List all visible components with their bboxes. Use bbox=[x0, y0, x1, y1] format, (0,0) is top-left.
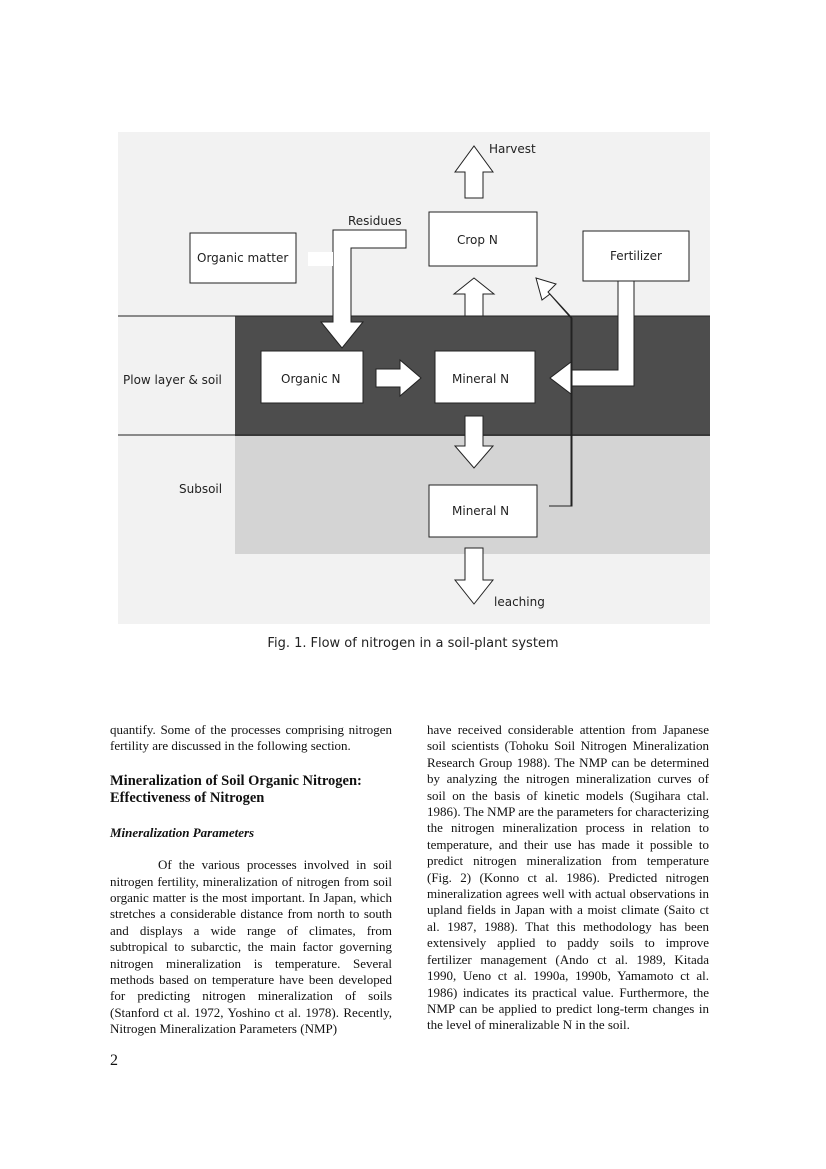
plow-layer-label: Plow layer & soil bbox=[123, 373, 222, 387]
subsection-heading: Mineralization Parameters bbox=[110, 824, 255, 840]
harvest-arrow bbox=[454, 145, 494, 199]
harvest-label: Harvest bbox=[489, 142, 536, 156]
leaching-label: leaching bbox=[494, 595, 545, 609]
mineral-n-plow-box bbox=[434, 350, 536, 404]
left-column: quantify. Some of the processes comprisi… bbox=[110, 722, 392, 1038]
section-heading: Mineralization of Soil Organic Nitrogen:… bbox=[110, 772, 362, 806]
subsoil-label: Subsoil bbox=[179, 482, 222, 496]
figure-caption: Fig. 1.Flow of nitrogen in a soil-plant … bbox=[0, 636, 826, 651]
uptake-arrow bbox=[452, 277, 496, 317]
crop-n-label: Crop N bbox=[457, 233, 498, 247]
organic-matter-box bbox=[189, 232, 297, 284]
crop-n-box bbox=[428, 211, 538, 267]
organic-n-label: Organic N bbox=[281, 372, 340, 386]
mineralization-arrow bbox=[375, 358, 422, 398]
nitrogen-flow-figure: Harvest Residues Crop N Organic matter F… bbox=[118, 132, 710, 624]
leaching-arrow bbox=[453, 547, 495, 605]
fertilizer-box bbox=[582, 230, 690, 282]
body-paragraph-right: have received considerable attention fro… bbox=[427, 722, 709, 1033]
organic-n-box bbox=[260, 350, 364, 404]
residues-label: Residues bbox=[348, 214, 402, 228]
fertilizer-label: Fertilizer bbox=[610, 249, 662, 263]
mineral-n-subsoil-box bbox=[428, 484, 538, 538]
subsoil-uptake-arrow bbox=[535, 277, 573, 507]
mineral-n-subsoil-label: Mineral N bbox=[452, 504, 509, 518]
body-paragraph-left: Of the various processes involved in soi… bbox=[110, 857, 392, 1037]
intro-paragraph: quantify. Some of the processes comprisi… bbox=[110, 722, 392, 754]
residues-arrow-tail bbox=[308, 252, 333, 266]
mineral-n-plow-label: Mineral N bbox=[452, 372, 509, 386]
organic-matter-label: Organic matter bbox=[197, 251, 288, 265]
page-number: 2 bbox=[110, 1052, 118, 1069]
caption-text: Flow of nitrogen in a soil-plant system bbox=[310, 636, 559, 651]
residues-arrow bbox=[319, 229, 407, 349]
caption-number: Fig. 1. bbox=[267, 636, 307, 651]
right-column: have received considerable attention fro… bbox=[427, 722, 709, 1034]
downward-movement-arrow bbox=[453, 415, 495, 469]
